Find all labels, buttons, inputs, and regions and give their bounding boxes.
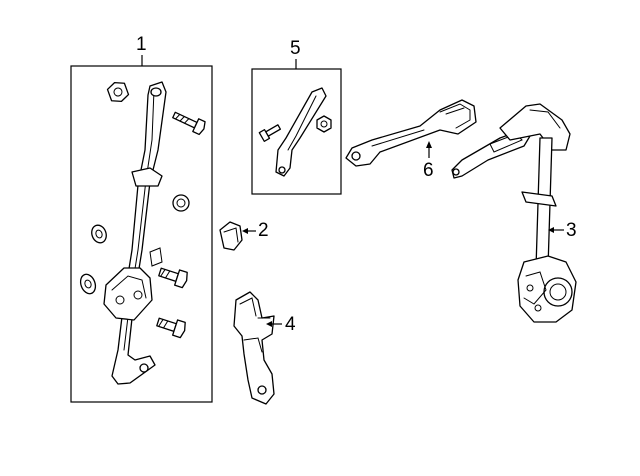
- callout-4: 4: [285, 314, 296, 335]
- buckle-nut: [316, 115, 332, 133]
- callout-2: 2: [258, 220, 269, 241]
- trim-cap: [219, 221, 243, 251]
- center-buckle: [345, 99, 477, 167]
- belt-guide-assembly: [103, 81, 167, 385]
- buckle-bolt: [258, 124, 282, 142]
- callout-6-arrow: [426, 141, 432, 148]
- stalk-buckle: [275, 87, 327, 177]
- callout-1: 1: [136, 34, 147, 55]
- callout-2-arrow: [242, 228, 248, 234]
- bolt-set: [156, 111, 206, 339]
- retractor-assembly: [451, 103, 577, 323]
- callout-3: 3: [566, 220, 577, 241]
- callout-4-arrow: [266, 321, 272, 327]
- washer-set: [79, 81, 190, 295]
- lower-buckle: [233, 291, 275, 405]
- callout-3-arrow: [548, 227, 554, 233]
- callout-5: 5: [290, 38, 301, 59]
- callout-6: 6: [423, 160, 434, 181]
